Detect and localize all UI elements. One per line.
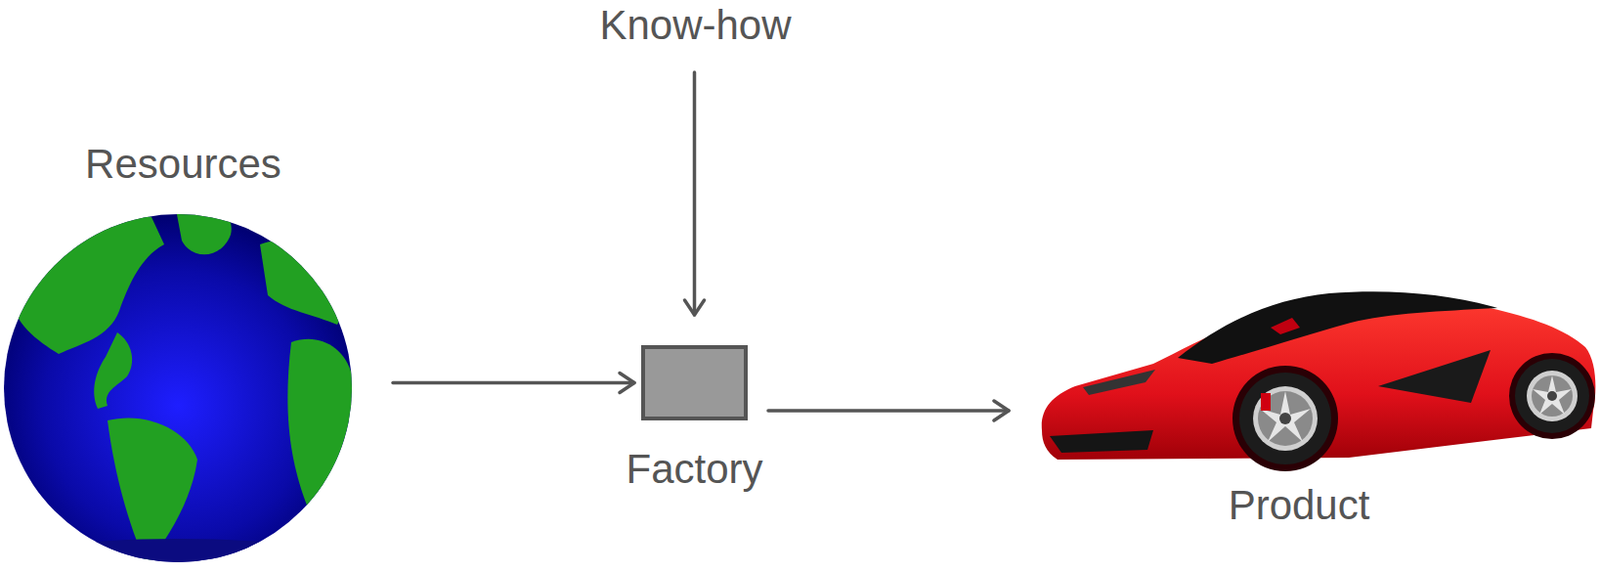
globe bbox=[3, 205, 354, 572]
flow-arrow bbox=[685, 72, 705, 315]
node-label: Product bbox=[1228, 481, 1371, 529]
sports-car bbox=[1041, 291, 1597, 472]
arrow-line bbox=[692, 72, 697, 315]
arrowhead bbox=[619, 373, 635, 393]
arrow-line bbox=[392, 381, 635, 386]
node-label: Factory bbox=[625, 445, 763, 493]
flow-arrow bbox=[768, 400, 1009, 421]
arrowhead bbox=[685, 300, 705, 315]
factory-box: Factory bbox=[641, 345, 748, 421]
product-node: Product bbox=[1016, 288, 1596, 533]
arrow-line bbox=[768, 408, 1009, 413]
node-label: Resources bbox=[85, 140, 282, 188]
resources-node: Resources bbox=[0, 136, 387, 572]
node-label: Know-how bbox=[599, 1, 791, 49]
arrowhead bbox=[994, 400, 1009, 421]
flow-arrow bbox=[392, 373, 635, 393]
input-label: Know-how bbox=[589, 0, 802, 53]
